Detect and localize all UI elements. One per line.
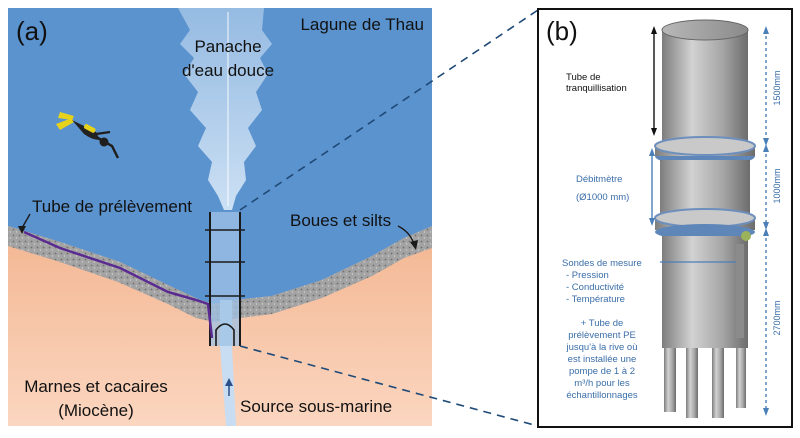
dim-top-label: 1500mm <box>772 70 782 105</box>
probes-title: Sondes de mesure <box>562 258 642 269</box>
flowmeter-label-line1: Débitmètre <box>576 174 622 185</box>
stilling-tube-rim <box>661 19 749 41</box>
tube-base-arch <box>215 323 235 346</box>
freshwater-plume <box>178 8 272 210</box>
sampling-tube-arrow-head <box>18 226 26 234</box>
sampling-tube-label: Tube de prélèvement <box>32 197 192 216</box>
source-label: Source sous-marine <box>240 397 392 416</box>
mud-label: Boues et silts <box>290 211 391 230</box>
stilling-tube-arrow-bottom <box>651 128 657 136</box>
flowmeter-arrow-bottom <box>649 218 655 226</box>
panel-b-label: (b) <box>546 16 578 46</box>
probe-head <box>741 231 751 241</box>
pe-tube-line: jusqu'à la rive où <box>566 342 638 353</box>
tube-flanges <box>205 229 245 297</box>
panel-b: 1500mm 1000mm 2700mm (b) Tube de tranqui… <box>537 8 793 428</box>
zoom-connectors <box>239 9 539 427</box>
stilling-tube-label-line1: Tube de <box>566 72 601 83</box>
pe-tube-line: prélèvement PE <box>568 330 636 341</box>
dim-mid-label: 1000mm <box>772 168 782 203</box>
flow-arrow-head <box>225 378 233 386</box>
pe-tube-line: est installée une <box>568 354 637 365</box>
flowmeter-arrow-top <box>649 148 655 156</box>
support-legs <box>664 348 746 418</box>
rock-label-line1: Marnes et cacaires <box>24 377 168 396</box>
panel-a-label: (a) <box>16 16 48 46</box>
diver-icon <box>56 112 120 159</box>
probe-housing <box>736 244 744 338</box>
stilling-tube-label-line2: tranquillisation <box>566 83 627 94</box>
dim-bottom-label: 2700mm <box>772 300 782 335</box>
mud-silt-layer <box>8 226 432 322</box>
rock-label-line2: (Miocène) <box>58 401 134 420</box>
plume-label-line1: Panache <box>194 37 261 56</box>
probe-item-pressure: - Pression <box>566 270 609 281</box>
probe-item-conductivity: - Conductivité <box>566 282 624 293</box>
pe-tube-line: m³/h pour les <box>574 378 630 389</box>
flowmeter-label-line2: (Ø1000 mm) <box>576 192 629 203</box>
sampling-tube-arrow <box>21 213 31 229</box>
stilling-tube-arrow-top <box>651 26 657 34</box>
sampling-tube-line <box>23 230 214 339</box>
stilling-tube-outline <box>210 212 240 346</box>
plume-label-line2: d'eau douce <box>182 61 274 80</box>
panel-a: (a) Lagune de Thau Panache d'eau douce T… <box>8 8 432 426</box>
pe-tube-line: + Tube de <box>581 318 624 329</box>
lagoon-title: Lagune de Thau <box>300 15 424 34</box>
dimension-ticks <box>763 26 769 416</box>
mud-arrow-head <box>410 240 418 250</box>
stilling-tube-body <box>662 30 748 146</box>
pe-tube-note: + Tube de prélèvement PE jusqu'à la rive… <box>566 318 638 401</box>
probe-item-temperature: - Température <box>566 294 625 305</box>
pe-tube-line: échantillonnages <box>566 390 638 401</box>
pe-tube-line: pompe de 1 à 2 <box>569 366 635 377</box>
lower-tube-body <box>662 236 748 348</box>
upper-flange-top <box>654 136 756 156</box>
